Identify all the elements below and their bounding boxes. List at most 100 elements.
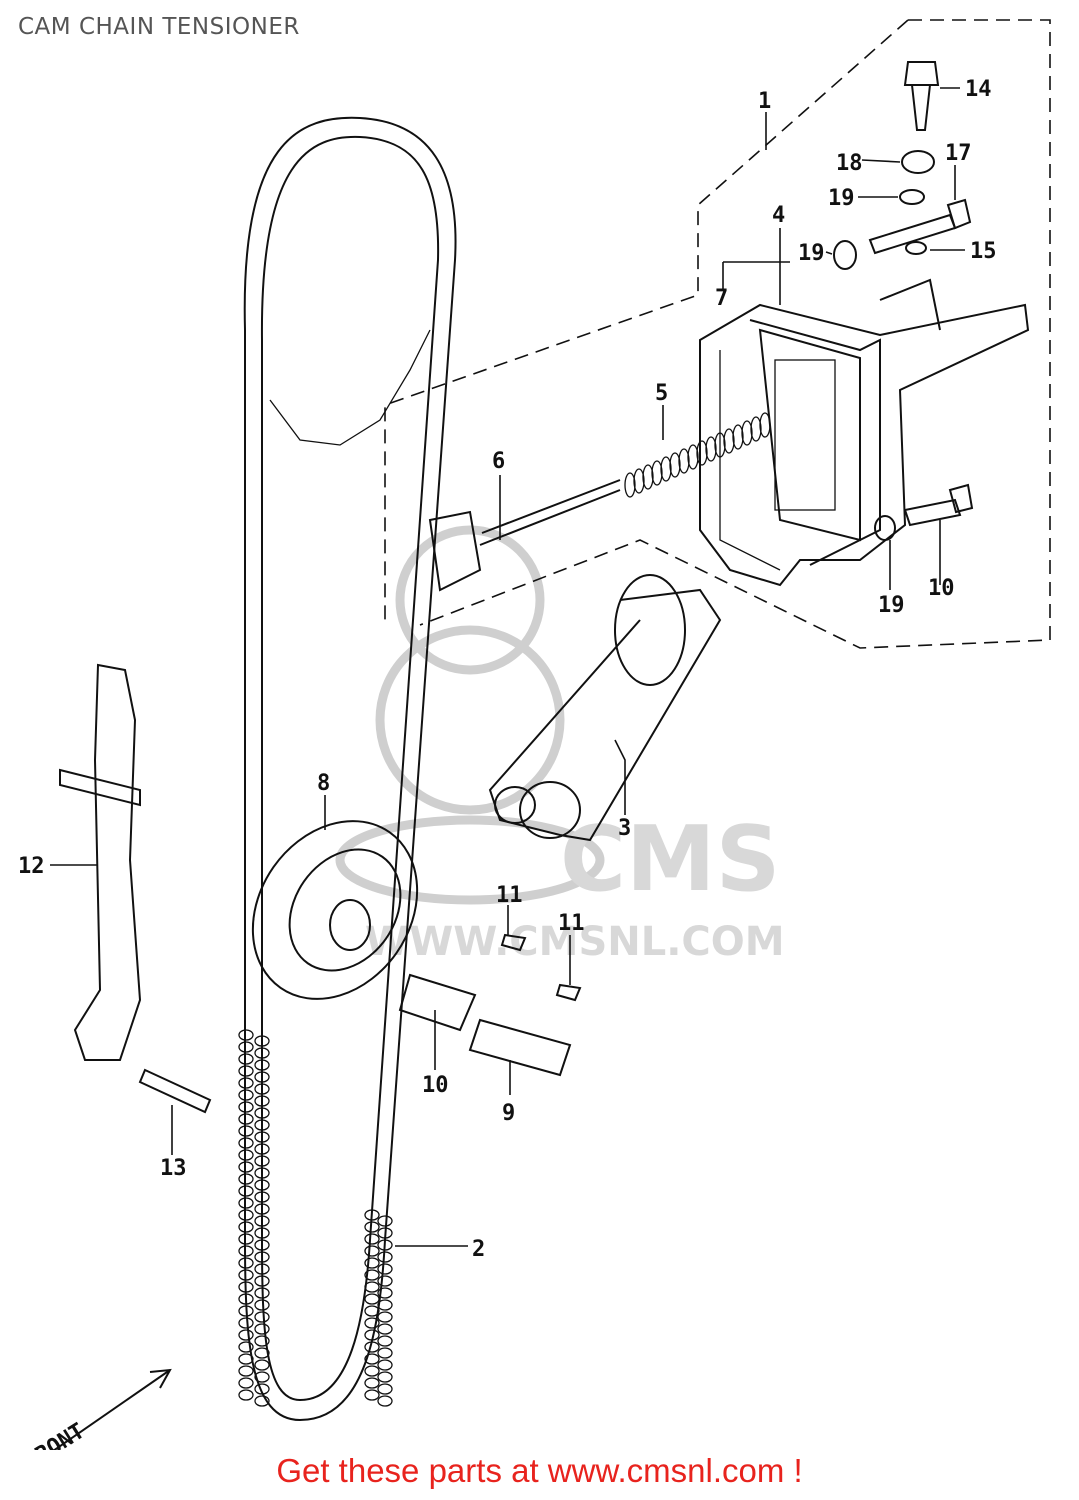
chain-link xyxy=(238,1065,254,1077)
callout-1: 1 xyxy=(758,89,771,114)
chain-link xyxy=(377,1215,393,1227)
chain-link xyxy=(364,1317,380,1329)
chain-link xyxy=(238,1209,254,1221)
chain-link xyxy=(238,1197,254,1209)
callout-2: 2 xyxy=(472,1237,485,1262)
chain-link xyxy=(364,1365,380,1377)
roller-wheel xyxy=(251,820,419,1000)
chain-link xyxy=(254,1287,270,1299)
chain-link xyxy=(364,1353,380,1365)
chain-link xyxy=(254,1263,270,1275)
chain-link xyxy=(254,1371,270,1383)
chain-link xyxy=(238,1329,254,1341)
spring-coil xyxy=(660,456,672,482)
chain-link xyxy=(238,1281,254,1293)
callout-4: 4 xyxy=(772,203,785,228)
watermark-brand: CMS xyxy=(560,807,780,912)
chain-link xyxy=(238,1245,254,1257)
chain-link xyxy=(364,1389,380,1401)
assembly-boundary xyxy=(384,19,1051,649)
front-direction-indicator: FRONT xyxy=(20,1368,172,1450)
chain-link xyxy=(238,1341,254,1353)
chain-link xyxy=(254,1071,270,1083)
chain-link xyxy=(377,1263,393,1275)
chain-link xyxy=(238,1113,254,1125)
spring-coil xyxy=(696,440,708,466)
chain-link xyxy=(238,1053,254,1065)
footer-link[interactable]: Get these parts at www.cmsnl.com ! xyxy=(276,1452,803,1489)
exploded-parts-diagram: CMS WWW.CMSNL.COM xyxy=(18,19,1051,1450)
chain-link xyxy=(377,1335,393,1347)
callout-19a: 19 xyxy=(828,186,855,211)
callout-7: 7 xyxy=(715,286,728,311)
chain-link xyxy=(254,1083,270,1095)
chain-link xyxy=(364,1377,380,1389)
spring-coil xyxy=(732,424,744,450)
callout-labels: 1 2 3 4 5 6 7 8 9 10 11 11 12 13 14 15 1… xyxy=(18,77,997,1262)
leader-lines xyxy=(50,87,965,1247)
callout-18: 18 xyxy=(836,151,863,176)
chain-link xyxy=(377,1287,393,1299)
spring-coil xyxy=(750,416,762,442)
spring-coil xyxy=(687,444,699,470)
chain-link xyxy=(238,1029,254,1041)
chain-link xyxy=(238,1137,254,1149)
chain-link xyxy=(254,1323,270,1335)
chain-link xyxy=(238,1221,254,1233)
callout-5: 5 xyxy=(655,381,668,406)
spring-and-rod xyxy=(428,412,771,592)
chain-link xyxy=(254,1047,270,1059)
chain-link xyxy=(238,1125,254,1137)
spring-coil xyxy=(651,460,663,486)
chain-link xyxy=(254,1347,270,1359)
chain-link xyxy=(254,1119,270,1131)
chain-link xyxy=(238,1389,254,1401)
chain-link xyxy=(377,1371,393,1383)
chain-link xyxy=(364,1245,380,1257)
spring-coil xyxy=(759,412,771,438)
chain-link xyxy=(377,1359,393,1371)
chain-link xyxy=(254,1251,270,1263)
chain-link xyxy=(377,1275,393,1287)
callout-10: 10 xyxy=(422,1073,449,1098)
callout-11b: 11 xyxy=(558,911,585,936)
chain-link xyxy=(377,1239,393,1251)
chain-link xyxy=(238,1317,254,1329)
callout-17: 17 xyxy=(945,141,972,166)
small-parts xyxy=(138,933,582,1114)
callout-9: 9 xyxy=(502,1101,515,1126)
chain-link xyxy=(364,1305,380,1317)
spring-coil xyxy=(624,472,636,498)
cam-chain xyxy=(238,116,457,1422)
chain-link xyxy=(238,1173,254,1185)
chain-link xyxy=(254,1143,270,1155)
chain-link xyxy=(254,1131,270,1143)
spring-coil xyxy=(633,468,645,494)
chain-link xyxy=(254,1239,270,1251)
callout-19c: 19 xyxy=(878,593,905,618)
chain-link xyxy=(254,1275,270,1287)
chain-link xyxy=(238,1089,254,1101)
chain-guide xyxy=(59,663,142,1061)
chain-link xyxy=(377,1227,393,1239)
chain-link xyxy=(364,1293,380,1305)
chain-link xyxy=(238,1377,254,1389)
callout-13: 13 xyxy=(160,1156,187,1181)
chain-link xyxy=(254,1227,270,1239)
spring-coil xyxy=(642,464,654,490)
chain-link xyxy=(238,1305,254,1317)
chain-link xyxy=(377,1347,393,1359)
chain-link xyxy=(254,1191,270,1203)
chain-link xyxy=(238,1149,254,1161)
chain-link xyxy=(254,1035,270,1047)
chain-link xyxy=(254,1299,270,1311)
chain-link xyxy=(254,1107,270,1119)
chain-link xyxy=(238,1161,254,1173)
spring-coil xyxy=(714,432,726,458)
chain-link xyxy=(364,1269,380,1281)
chain-link xyxy=(254,1167,270,1179)
watermark-site: WWW.CMSNL.COM xyxy=(365,919,785,965)
spring-coil xyxy=(741,420,753,446)
chain-link xyxy=(254,1203,270,1215)
chain-link xyxy=(377,1251,393,1263)
